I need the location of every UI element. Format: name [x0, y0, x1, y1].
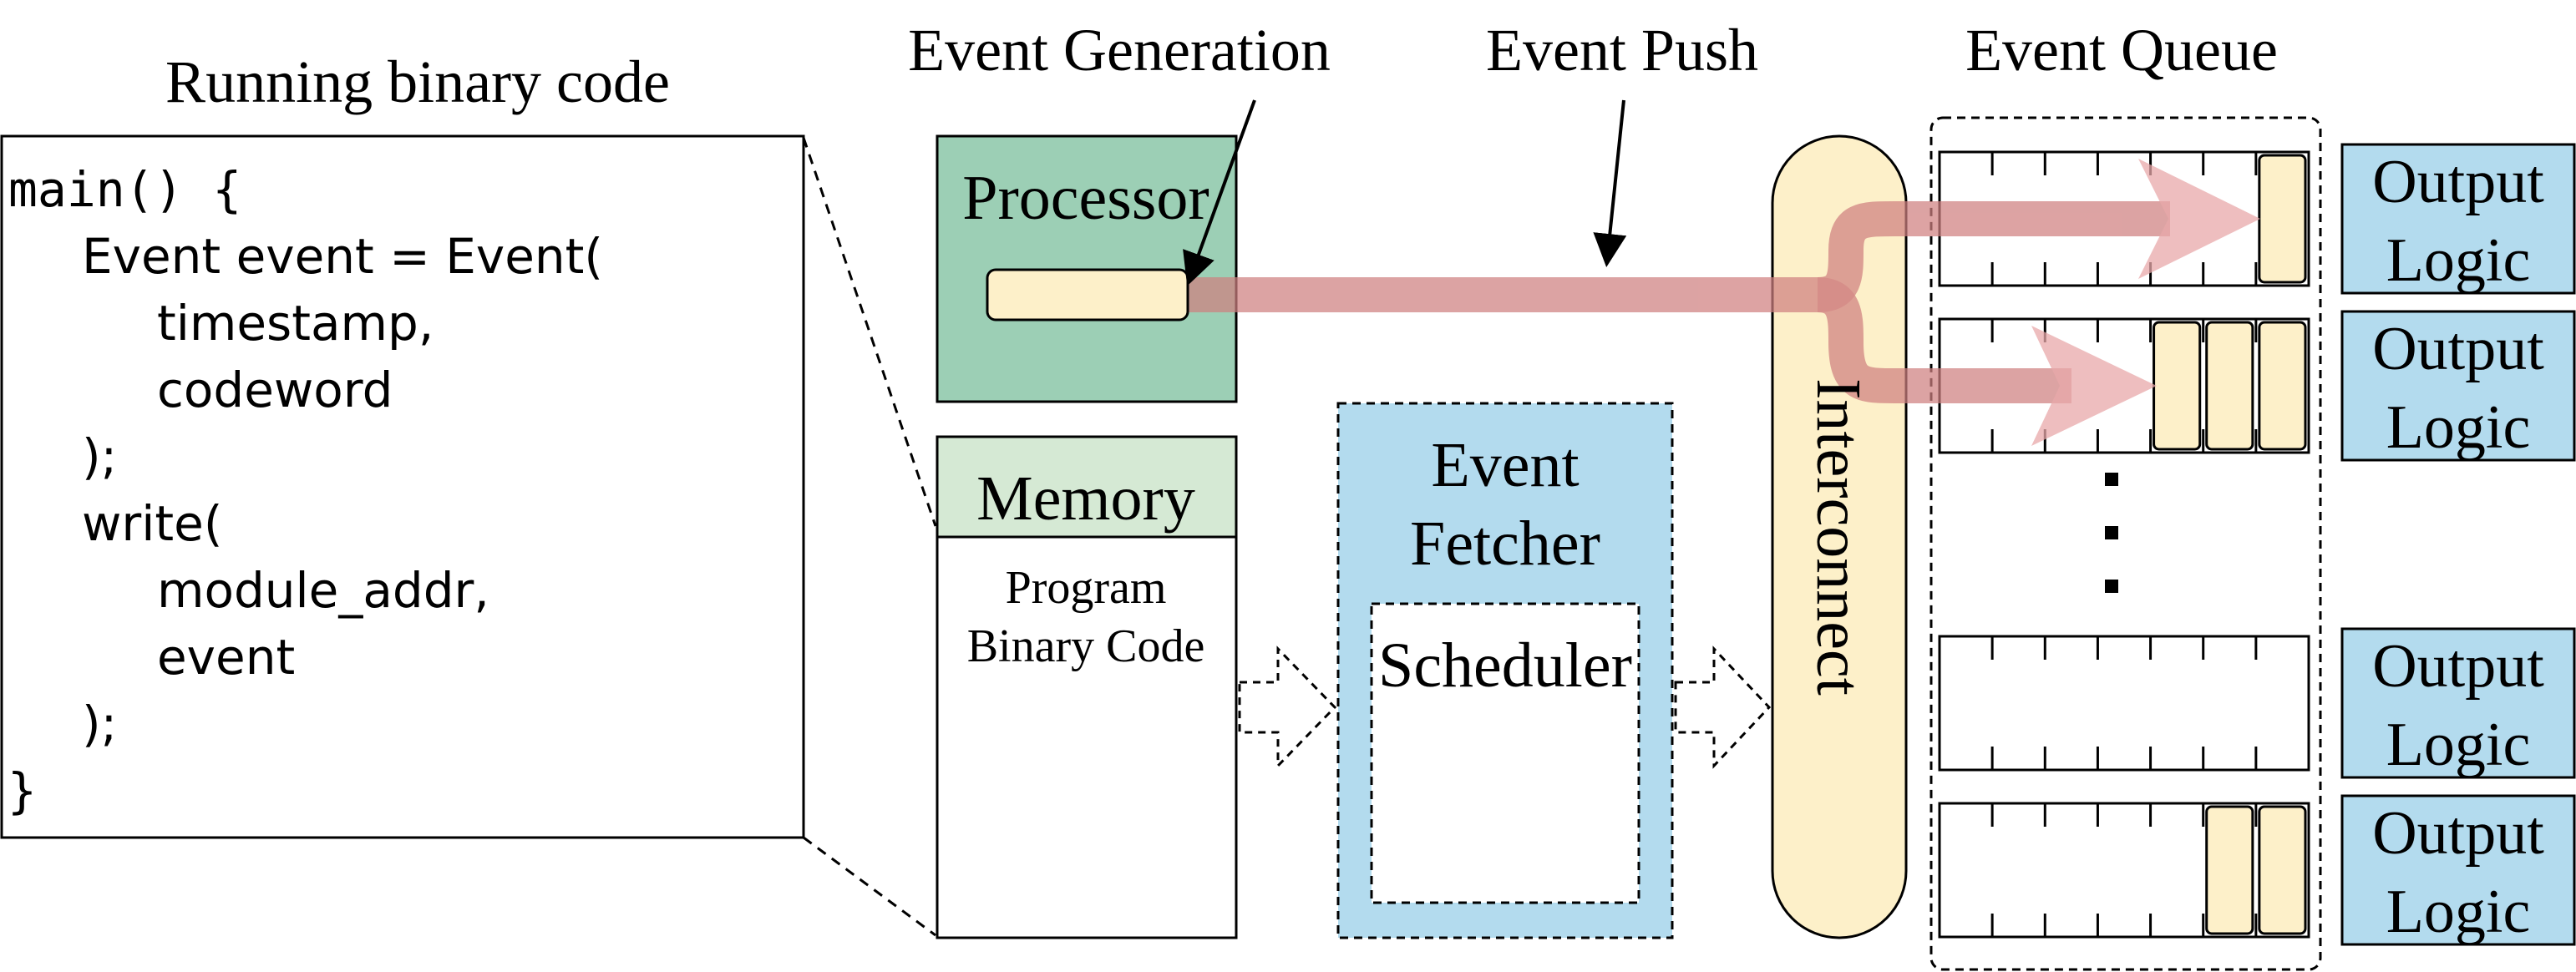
- output-logic-box: Output Logic: [2340, 627, 2576, 779]
- processor-label: Processor: [962, 163, 1209, 233]
- zoom-line-bottom: [803, 836, 936, 937]
- program-label-line2: Binary Code: [967, 620, 1205, 672]
- queued-event: [2153, 321, 2202, 451]
- code-line-8: event: [157, 629, 295, 686]
- event-generation-label: Event Generation: [908, 17, 1331, 84]
- queued-event: [2205, 805, 2254, 935]
- event-generation-pointer: [1183, 99, 1256, 286]
- ellipsis-dot: [2105, 526, 2118, 539]
- zoom-line-top: [802, 137, 937, 527]
- output-label-line1: Output: [2372, 315, 2544, 383]
- output-label-line1: Output: [2372, 799, 2544, 868]
- output-label-line1: Output: [2372, 148, 2544, 216]
- code-line-2: Event event = Event(: [82, 228, 603, 285]
- output-label-line2: Logic: [2386, 226, 2531, 295]
- queued-event: [2258, 321, 2307, 451]
- queue-outline: [1938, 635, 2310, 772]
- event-push-path: [1186, 201, 2170, 403]
- event-queue-container: [1929, 116, 2322, 971]
- interconnect-bus: [1771, 134, 1908, 939]
- output-label-line2: Logic: [2386, 711, 2531, 779]
- output-label-line1: Output: [2372, 632, 2544, 701]
- event-queue: [1938, 802, 2310, 939]
- fetcher-to-interconnect-arrow: [1674, 645, 1772, 769]
- fetcher-label-line1: Event: [1431, 430, 1579, 500]
- event-queue: [1938, 635, 2310, 772]
- queued-event: [2258, 805, 2307, 935]
- event-queue: [1938, 317, 2310, 454]
- output-logic-box: Output Logic: [2340, 794, 2576, 946]
- memory-label: Memory: [976, 463, 1195, 534]
- scheduler-box: [1370, 602, 1640, 904]
- output-logic-box: Output Logic: [2340, 143, 2576, 295]
- queued-event: [2258, 154, 2307, 284]
- ellipsis-dot: [2105, 580, 2118, 593]
- scheduler-label: Scheduler: [1378, 630, 1632, 701]
- code-line-7: module_addr,: [157, 562, 489, 619]
- fetcher-label-line2: Fetcher: [1410, 509, 1600, 579]
- output-logic-box: Output Logic: [2340, 310, 2576, 462]
- event-queue-label: Event Queue: [1965, 17, 2278, 84]
- running-code-title: Running binary code: [165, 48, 670, 115]
- output-label-line2: Logic: [2386, 393, 2531, 462]
- code-line-1: main() {: [8, 161, 241, 218]
- ellipsis-dot: [2105, 473, 2118, 486]
- queues-layer: [1938, 150, 2310, 939]
- code-line-10: }: [7, 762, 38, 819]
- code-panel: [0, 134, 805, 839]
- memory-to-fetcher-arrow: [1238, 645, 1337, 769]
- event-token: [986, 268, 1189, 321]
- memory-body: [936, 535, 1238, 939]
- code-line-5: );: [82, 428, 117, 485]
- event-push-pointer: [1593, 99, 1627, 267]
- code-line-3: timestamp,: [157, 295, 434, 352]
- push-arrowhead-upper: [2138, 159, 2260, 279]
- event-push-label: Event Push: [1486, 17, 1758, 84]
- code-line-6: write(: [82, 495, 222, 552]
- queued-event: [2205, 321, 2254, 451]
- interconnect-label: Interconnect: [1803, 378, 1874, 696]
- code-line-9: );: [82, 696, 117, 752]
- program-label-line1: Program: [1006, 562, 1167, 614]
- push-arrowhead-lower: [2031, 326, 2157, 446]
- output-label-line2: Logic: [2386, 878, 2531, 946]
- memory-header: [936, 435, 1238, 539]
- code-line-4: codeword: [157, 362, 393, 418]
